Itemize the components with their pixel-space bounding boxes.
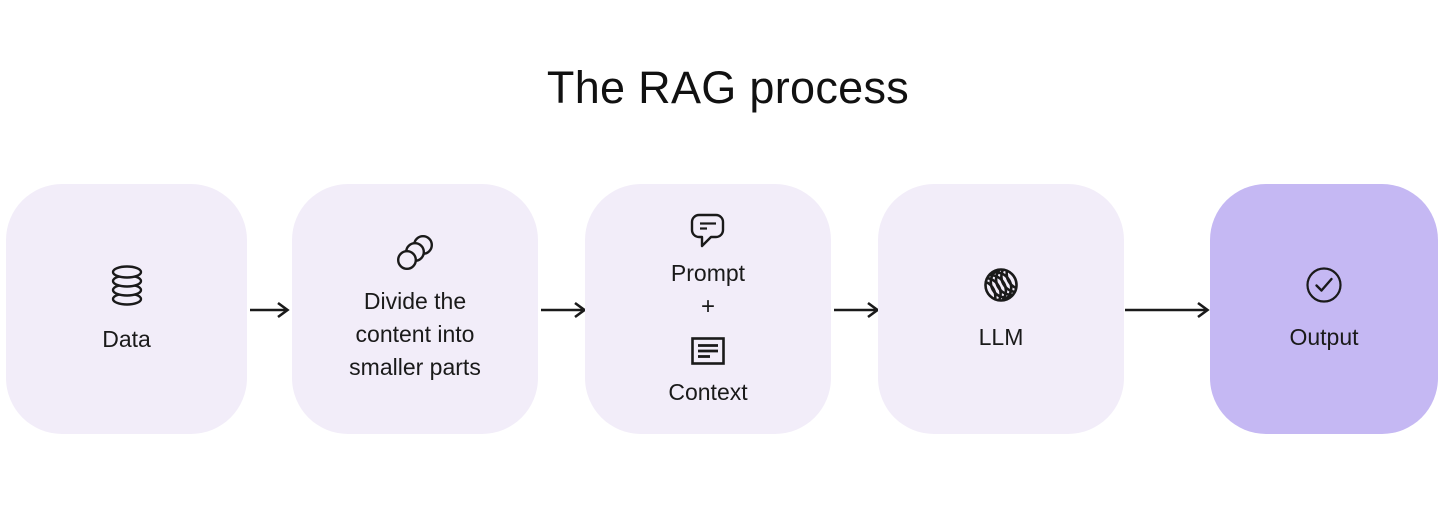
document-icon (689, 335, 727, 372)
step-card-llm: LLM (878, 184, 1124, 434)
chat-bubble-icon (689, 212, 727, 253)
step-label-data: Data (102, 326, 151, 352)
step-label-output: Output (1289, 324, 1359, 350)
yarn-ball-icon (980, 264, 1022, 311)
arrow-prompt-to-llm (834, 299, 880, 321)
database-icon (108, 262, 146, 313)
step-label-context: Context (668, 379, 748, 405)
step-card-chunking: Divide the content into smaller parts (292, 184, 538, 434)
step-card-data: Data (6, 184, 247, 434)
step-card-prompt-context: Prompt + Context (585, 184, 831, 434)
arrow-data-to-chunking (250, 299, 290, 321)
step-card-output: Output (1210, 184, 1438, 434)
step-label-chunking: Divide the content into smaller parts (349, 288, 481, 380)
diagram-title: The RAG process (546, 62, 910, 113)
check-circle-icon (1303, 264, 1345, 311)
arrow-chunking-to-prompt (541, 299, 587, 321)
chunks-icon (395, 234, 435, 277)
plus-sign: + (700, 293, 715, 320)
step-label-llm: LLM (978, 324, 1024, 350)
arrow-llm-to-output (1125, 299, 1210, 321)
step-label-prompt: Prompt (670, 260, 746, 286)
